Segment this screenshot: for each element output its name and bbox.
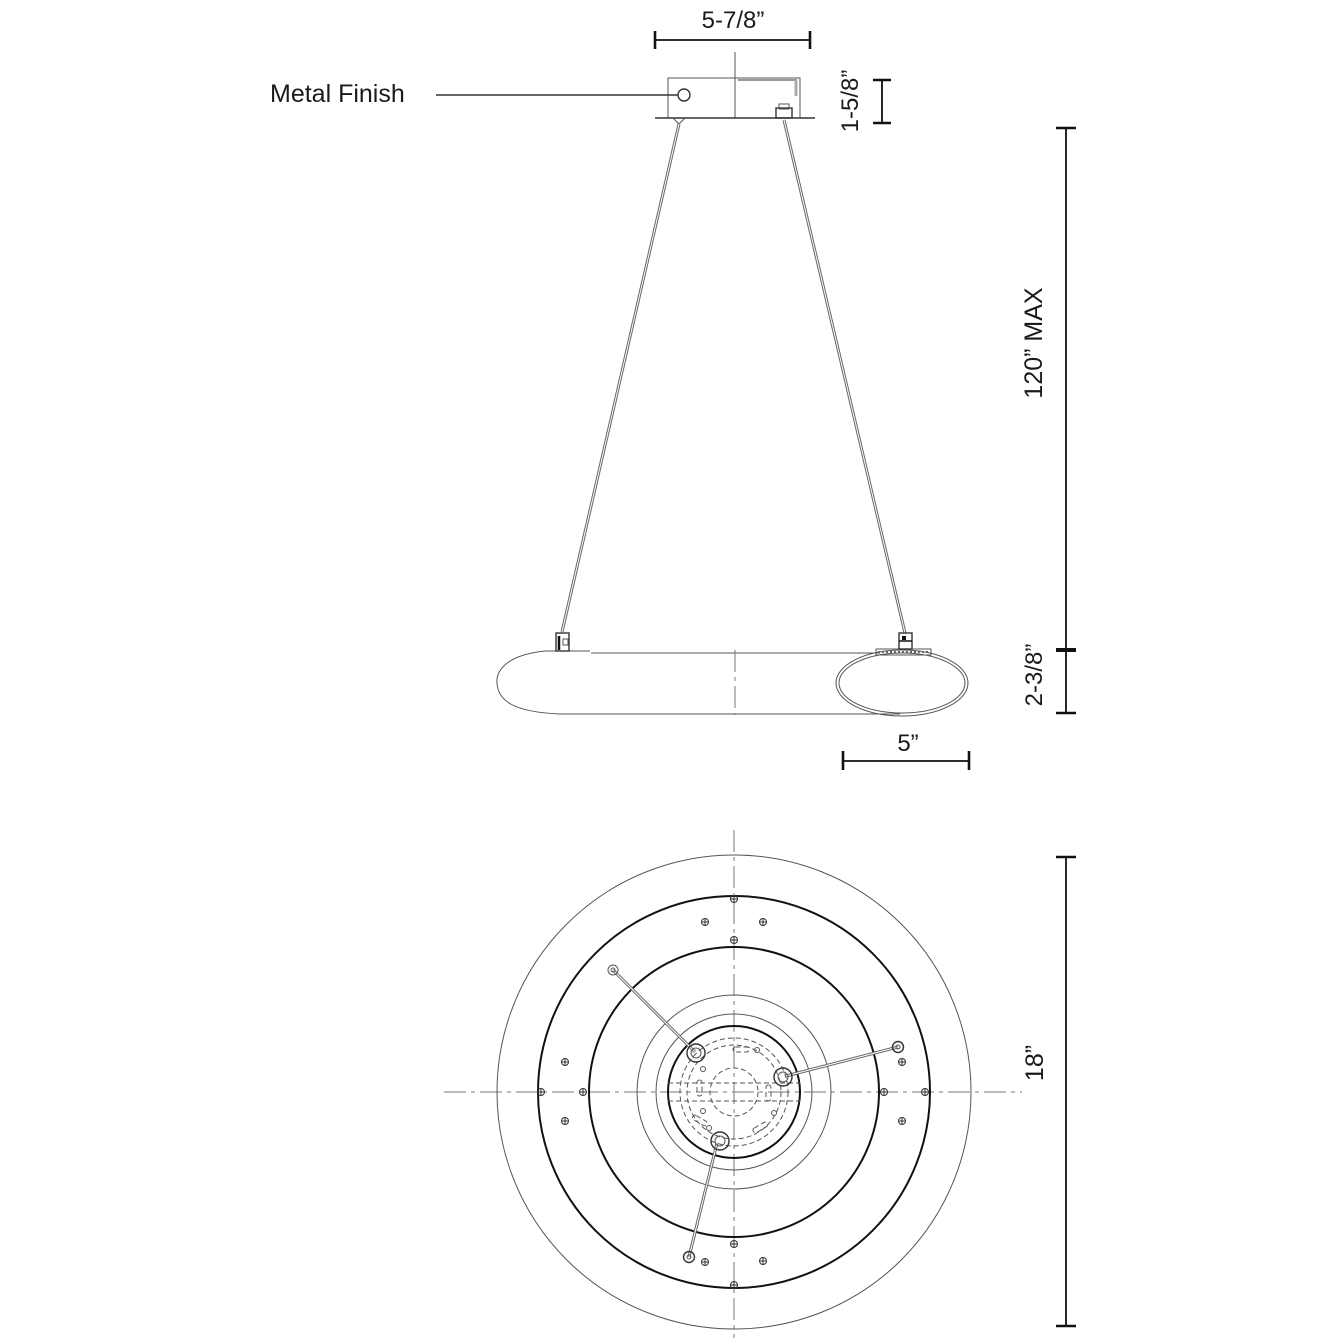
canopy: [655, 77, 815, 125]
ring-screws: [537, 895, 929, 1289]
overall-height-dimension: 120” MAX 2-3/8”: [1020, 126, 1076, 715]
suspension-cables: [560, 119, 907, 634]
screw-icon: [730, 895, 738, 903]
side-elevation-view: 5-7/8” Metal Finish 1-5/8”: [270, 7, 1076, 770]
ring-height-label: 2-3/8”: [1021, 644, 1048, 707]
screw-icon: [921, 1088, 929, 1096]
metal-finish-callout: Metal Finish: [270, 80, 678, 108]
canopy-height-label: 1-5/8”: [837, 70, 864, 133]
left-ring-gripper: [555, 632, 570, 652]
finish-marker-icon: [677, 88, 691, 102]
screw-icon: [898, 1058, 906, 1066]
screw-icon: [561, 1117, 569, 1125]
screw-icon: [759, 918, 767, 926]
screw-icon: [561, 1058, 569, 1066]
canopy-width-dimension: 5-7/8”: [653, 7, 812, 49]
right-ring-gripper: [898, 632, 913, 650]
screw-icon: [880, 1088, 888, 1096]
diameter-label: 18”: [1021, 1045, 1049, 1081]
plan-view: 18”: [444, 830, 1076, 1338]
screw-icon: [579, 1088, 587, 1096]
tube-width-label: 5”: [897, 730, 918, 757]
canopy-width-label: 5-7/8”: [702, 7, 765, 34]
canopy-height-dimension: 1-5/8”: [837, 70, 891, 133]
screw-icon: [701, 918, 709, 926]
screw-icon: [730, 936, 738, 944]
metal-finish-label: Metal Finish: [270, 80, 405, 108]
screw-icon: [701, 1258, 709, 1266]
diameter-dimension: 18”: [1021, 855, 1076, 1328]
screw-icon: [730, 1240, 738, 1248]
screw-icon: [730, 1281, 738, 1289]
mounting-plate-hidden-lines: [668, 1037, 800, 1147]
screw-icon: [537, 1088, 545, 1096]
tube-width-dimension: 5”: [841, 730, 971, 770]
cable-length-label: 120” MAX: [1020, 287, 1048, 398]
ring-side-profile: [496, 632, 969, 717]
screw-icon: [759, 1257, 767, 1265]
screw-icon: [898, 1117, 906, 1125]
plan-cables: [607, 964, 905, 1264]
